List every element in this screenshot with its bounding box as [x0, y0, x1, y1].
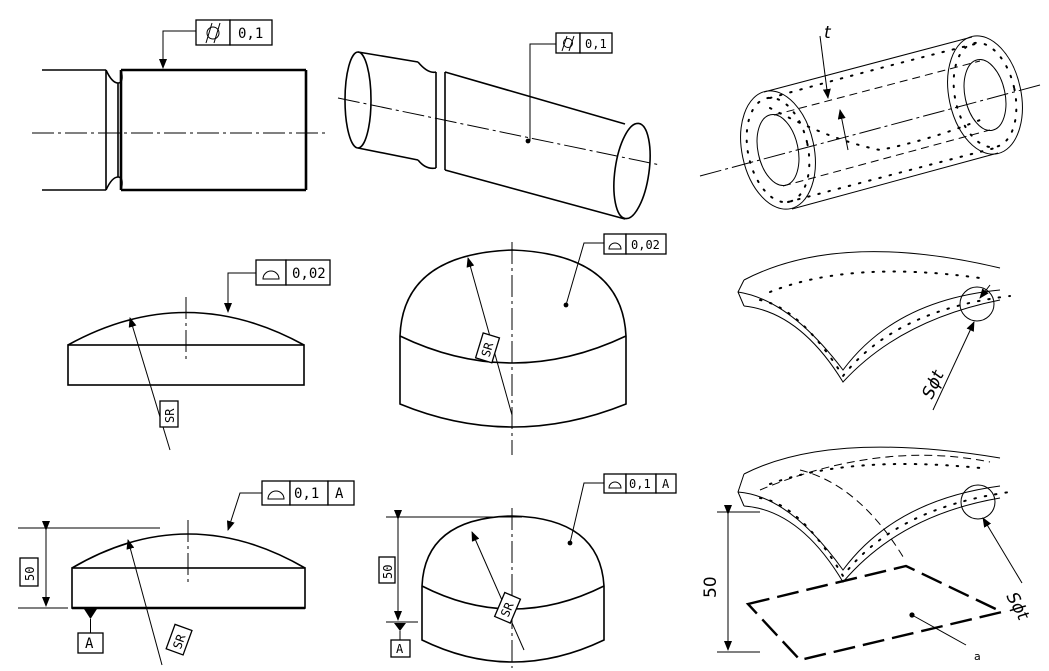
cylinder-2d-view: 0,1 [32, 19, 325, 192]
cylindricity-symbol [561, 35, 575, 52]
datum-reference: A [335, 486, 344, 502]
note-label: a [974, 650, 981, 663]
feature-control-frame: 0,1 A [603, 473, 677, 494]
zone-sphere-label: Sϕt [1002, 589, 1034, 625]
cylindricity-symbol [205, 22, 221, 44]
zone-width-label: t [824, 23, 832, 43]
svg-text:SR: SR [163, 408, 177, 423]
datum-symbol: A [77, 609, 104, 654]
datum-plane [745, 564, 1006, 662]
surface-profile-symbol [262, 270, 280, 280]
surface-profile-symbol [608, 481, 622, 489]
cylinder-3d-view: 0,1 [337, 32, 661, 220]
svg-text:A: A [85, 636, 94, 652]
zone-sphere-label: Sϕt [918, 366, 949, 402]
tolerance-value: 0,1 [238, 26, 263, 42]
tolerance-value: 0,1 [585, 37, 607, 51]
svg-text:SR: SR [479, 340, 497, 359]
feature-control-frame: 0,02 [603, 233, 667, 255]
sr-label: SR [165, 623, 193, 656]
cylindricity-zone-view: t [699, 23, 1041, 210]
datum-triangle [394, 623, 406, 631]
svg-text:A: A [396, 642, 404, 656]
sphere-3d-view: 0,02 SR [399, 233, 667, 455]
surface-profile-symbol [267, 490, 285, 500]
datum-symbol: A [390, 621, 411, 658]
sr-label: SR [474, 332, 501, 364]
sr-label: SR [159, 400, 179, 428]
datum-profile-zone-view: Sϕt 50 a [701, 446, 1034, 663]
feature-control-frame: 0,1 A [261, 480, 355, 506]
svg-text:SR: SR [170, 632, 188, 651]
tolerance-value: 0,02 [631, 238, 660, 252]
datum-sphere-3d-view: 50 SR A 0,1 A [378, 473, 677, 668]
feature-control-frame: 0,1 [195, 19, 273, 46]
feature-control-frame: 0,1 [555, 32, 613, 54]
height-label: 50 [19, 557, 39, 587]
svg-text:50: 50 [23, 567, 37, 581]
datum-triangle [84, 609, 97, 619]
tolerance-value: 0,1 [294, 486, 319, 502]
profile-zone-view: Sϕt [737, 251, 1011, 411]
sphere-2d-view: 0,02 SR [67, 259, 331, 451]
tolerance-value: 0,1 [629, 477, 651, 491]
datum-reference: A [662, 477, 670, 491]
surface-profile-symbol [608, 242, 622, 250]
datum-sphere-2d-view: 50 A SR 0,1 A [18, 480, 355, 666]
feature-control-frame: 0,02 [255, 259, 331, 286]
svg-text:50: 50 [381, 565, 395, 579]
tolerance-value: 0,02 [292, 266, 326, 282]
svg-text:SR: SR [498, 600, 517, 619]
sr-label: SR [493, 591, 522, 624]
height-label: 50 [701, 576, 721, 598]
height-label: 50 [378, 556, 396, 584]
